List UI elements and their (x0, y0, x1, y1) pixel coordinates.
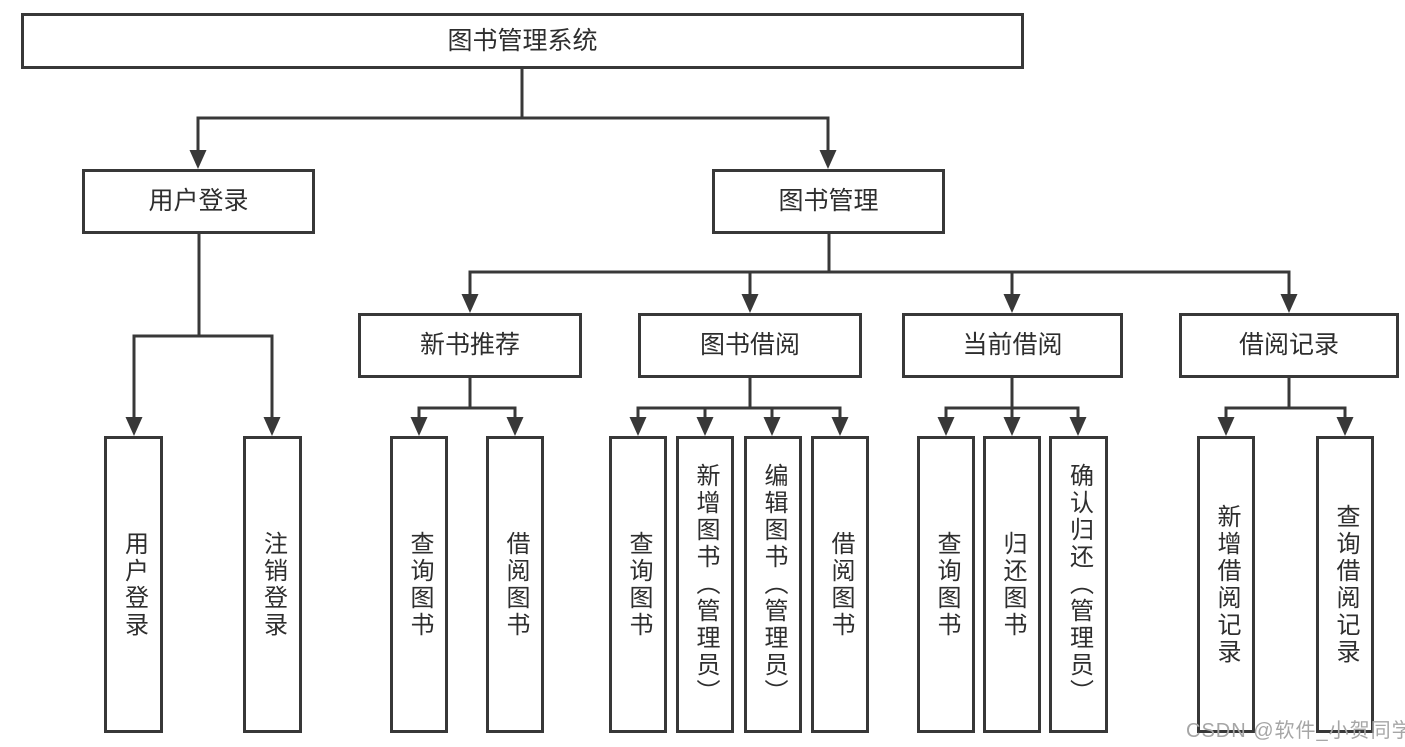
arrowhead-icon (461, 294, 479, 313)
arrowhead-icon (1069, 417, 1087, 436)
arrowhead-icon (629, 417, 647, 436)
arrowhead-icon (1336, 417, 1354, 436)
leaf-add-borrow-record: 新增借阅记录 (1197, 436, 1255, 733)
leaf-confirm-return-admin: 确认归还（管理员） (1049, 436, 1108, 733)
arrowhead-icon (189, 150, 207, 169)
arrowhead-icon (1003, 417, 1021, 436)
arrowhead-icon (506, 417, 524, 436)
arrowhead-icon (410, 417, 428, 436)
node-current-borrowing: 当前借阅 (902, 313, 1123, 378)
arrowhead-icon (263, 417, 281, 436)
leaf-borrow-books-recommend: 借阅图书 (486, 436, 544, 733)
csdn-watermark: CSDN @软件_小贺同学 (1186, 720, 1405, 742)
node-user-login: 用户登录 (82, 169, 315, 234)
arrowhead-icon (819, 150, 837, 169)
arrowhead-icon (937, 417, 955, 436)
leaf-add-books-admin: 新增图书（管理员） (676, 436, 734, 733)
leaf-user-login: 用户登录 (104, 436, 163, 733)
arrowhead-icon (1217, 417, 1235, 436)
leaf-edit-books-admin: 编辑图书（管理员） (744, 436, 802, 733)
arrowhead-icon (696, 417, 714, 436)
leaf-query-books-current: 查询图书 (917, 436, 975, 733)
arrowhead-icon (831, 417, 849, 436)
arrowhead-icon (741, 294, 759, 313)
node-new-book-recommendation: 新书推荐 (358, 313, 582, 378)
leaf-query-books-borrowing: 查询图书 (609, 436, 667, 733)
arrowhead-icon (763, 417, 781, 436)
leaf-borrow-books-borrowing: 借阅图书 (811, 436, 869, 733)
arrowhead-icon (1280, 294, 1298, 313)
arrowhead-icon (125, 417, 143, 436)
node-book-borrowing: 图书借阅 (638, 313, 862, 378)
arrowhead-icon (1003, 294, 1021, 313)
leaf-query-borrow-record: 查询借阅记录 (1316, 436, 1374, 733)
leaf-logout: 注销登录 (243, 436, 302, 733)
leaf-query-books-recommend: 查询图书 (390, 436, 448, 733)
node-book-management: 图书管理 (712, 169, 945, 234)
node-borrowing-records: 借阅记录 (1179, 313, 1399, 378)
leaf-return-books: 归还图书 (983, 436, 1041, 733)
node-library-management-system: 图书管理系统 (21, 13, 1024, 69)
